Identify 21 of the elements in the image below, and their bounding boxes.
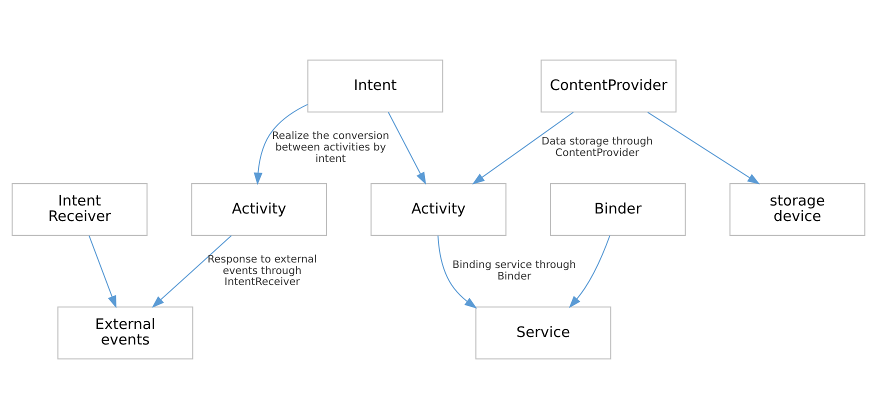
- arrow: [388, 112, 426, 184]
- edge-label: Realize the conversion between activities by intent: [272, 129, 390, 164]
- edge-label: Data storage through ContentProvider: [541, 135, 653, 159]
- arrow: [647, 111, 760, 184]
- arrow: [88, 235, 116, 308]
- node-box: ContentProvider: [540, 59, 677, 112]
- arrow: [152, 234, 232, 308]
- node-box: Service: [475, 306, 612, 359]
- node-box: storage device: [729, 182, 866, 236]
- edge-label: Binding service through Binder: [452, 258, 576, 282]
- node-box: Intent: [307, 59, 444, 112]
- arrow: [472, 111, 574, 184]
- node-box: Intent Receiver: [12, 182, 148, 236]
- node-box: Binder: [550, 182, 686, 236]
- arrow: [254, 104, 308, 185]
- node-box: External events: [57, 306, 194, 359]
- arrow: [437, 235, 478, 308]
- arrow: [568, 234, 610, 308]
- edge-label: Response to external events through IntentReceiver: [207, 252, 317, 288]
- node-box: Activity: [191, 182, 327, 236]
- node-box: Activity: [370, 182, 506, 236]
